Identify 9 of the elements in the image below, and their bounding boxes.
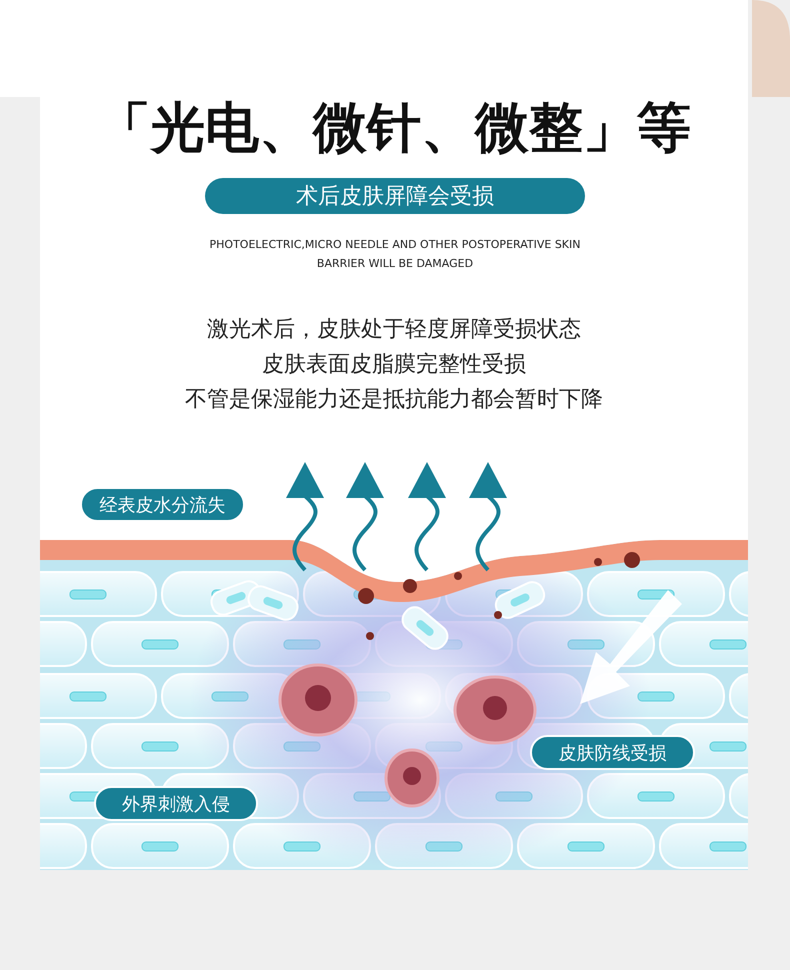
description-text: 激光术后，皮肤处于轻度屏障受损状态	[206, 316, 582, 344]
subtitle-text: PHOTOELECTRIC,MICRO NEEDLE AND OTHER POSTOPERATIVE SKIN BARRIER WILL BE DAMAGED	[208, 237, 582, 272]
label-pill: 皮肤防线受损	[530, 735, 695, 770]
label-pill: 经表皮水分流失	[80, 487, 245, 522]
description-text: 不管是保湿能力还是抵抗能力都会暂时下降	[184, 386, 604, 414]
label-pill: 术后皮肤屏障会受损	[205, 178, 585, 214]
title: 「光电、微针、微整」等	[96, 95, 692, 161]
label-pill: 外界刺激入侵	[94, 786, 258, 821]
description-text: 皮肤表面皮脂膜完整性受损	[261, 351, 527, 379]
